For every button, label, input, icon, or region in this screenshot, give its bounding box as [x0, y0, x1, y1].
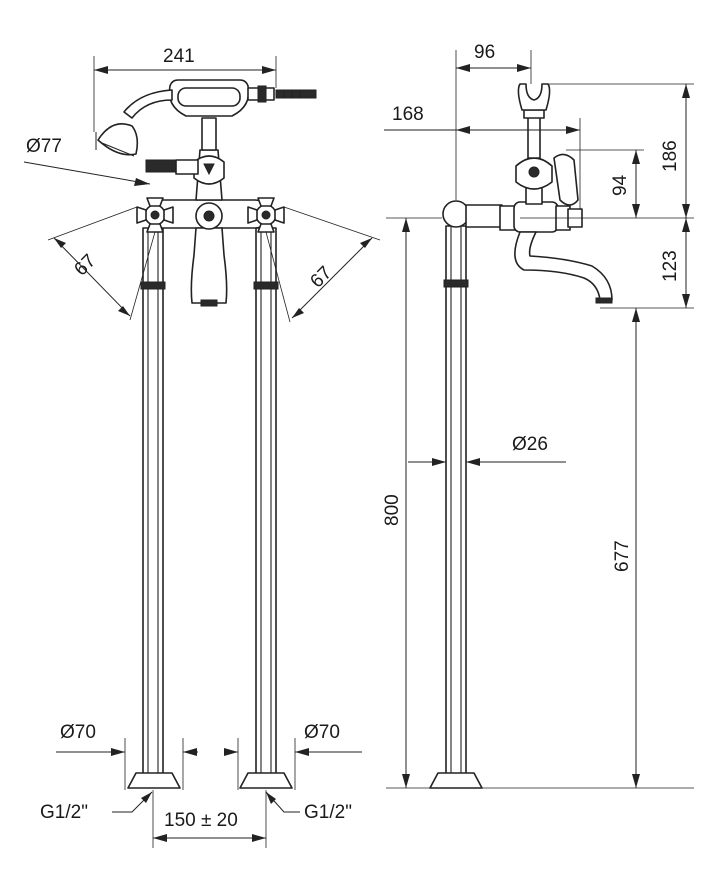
dim-base-left: Ø70	[60, 722, 96, 743]
dim-thread-right: G1/2"	[304, 802, 352, 823]
dim-handshower-dia: Ø77	[26, 136, 62, 157]
dim-column-dia: Ø26	[512, 434, 548, 455]
dim-spout-drop: 123	[660, 250, 681, 282]
front-view: 241 Ø77 67 67 Ø70 Ø70	[23, 46, 381, 848]
dim-base-right: Ø70	[304, 722, 340, 743]
dim-handle-right: 67	[306, 262, 336, 292]
dim-front-width: 241	[163, 46, 195, 67]
dim-head-above-body: 94	[610, 174, 631, 196]
dim-spout-reach: 168	[392, 104, 424, 125]
dim-handle-left: 67	[70, 250, 100, 280]
dim-head-height: 186	[660, 140, 681, 172]
side-view: 96 168 186 94 123 Ø26	[382, 42, 694, 789]
dim-centers: 150 ± 20	[164, 810, 238, 831]
dim-thread-left: G1/2"	[40, 802, 88, 823]
dim-total-height: 800	[382, 494, 403, 526]
dim-spout-height: 677	[612, 540, 633, 572]
dim-side-depth: 96	[474, 42, 495, 63]
